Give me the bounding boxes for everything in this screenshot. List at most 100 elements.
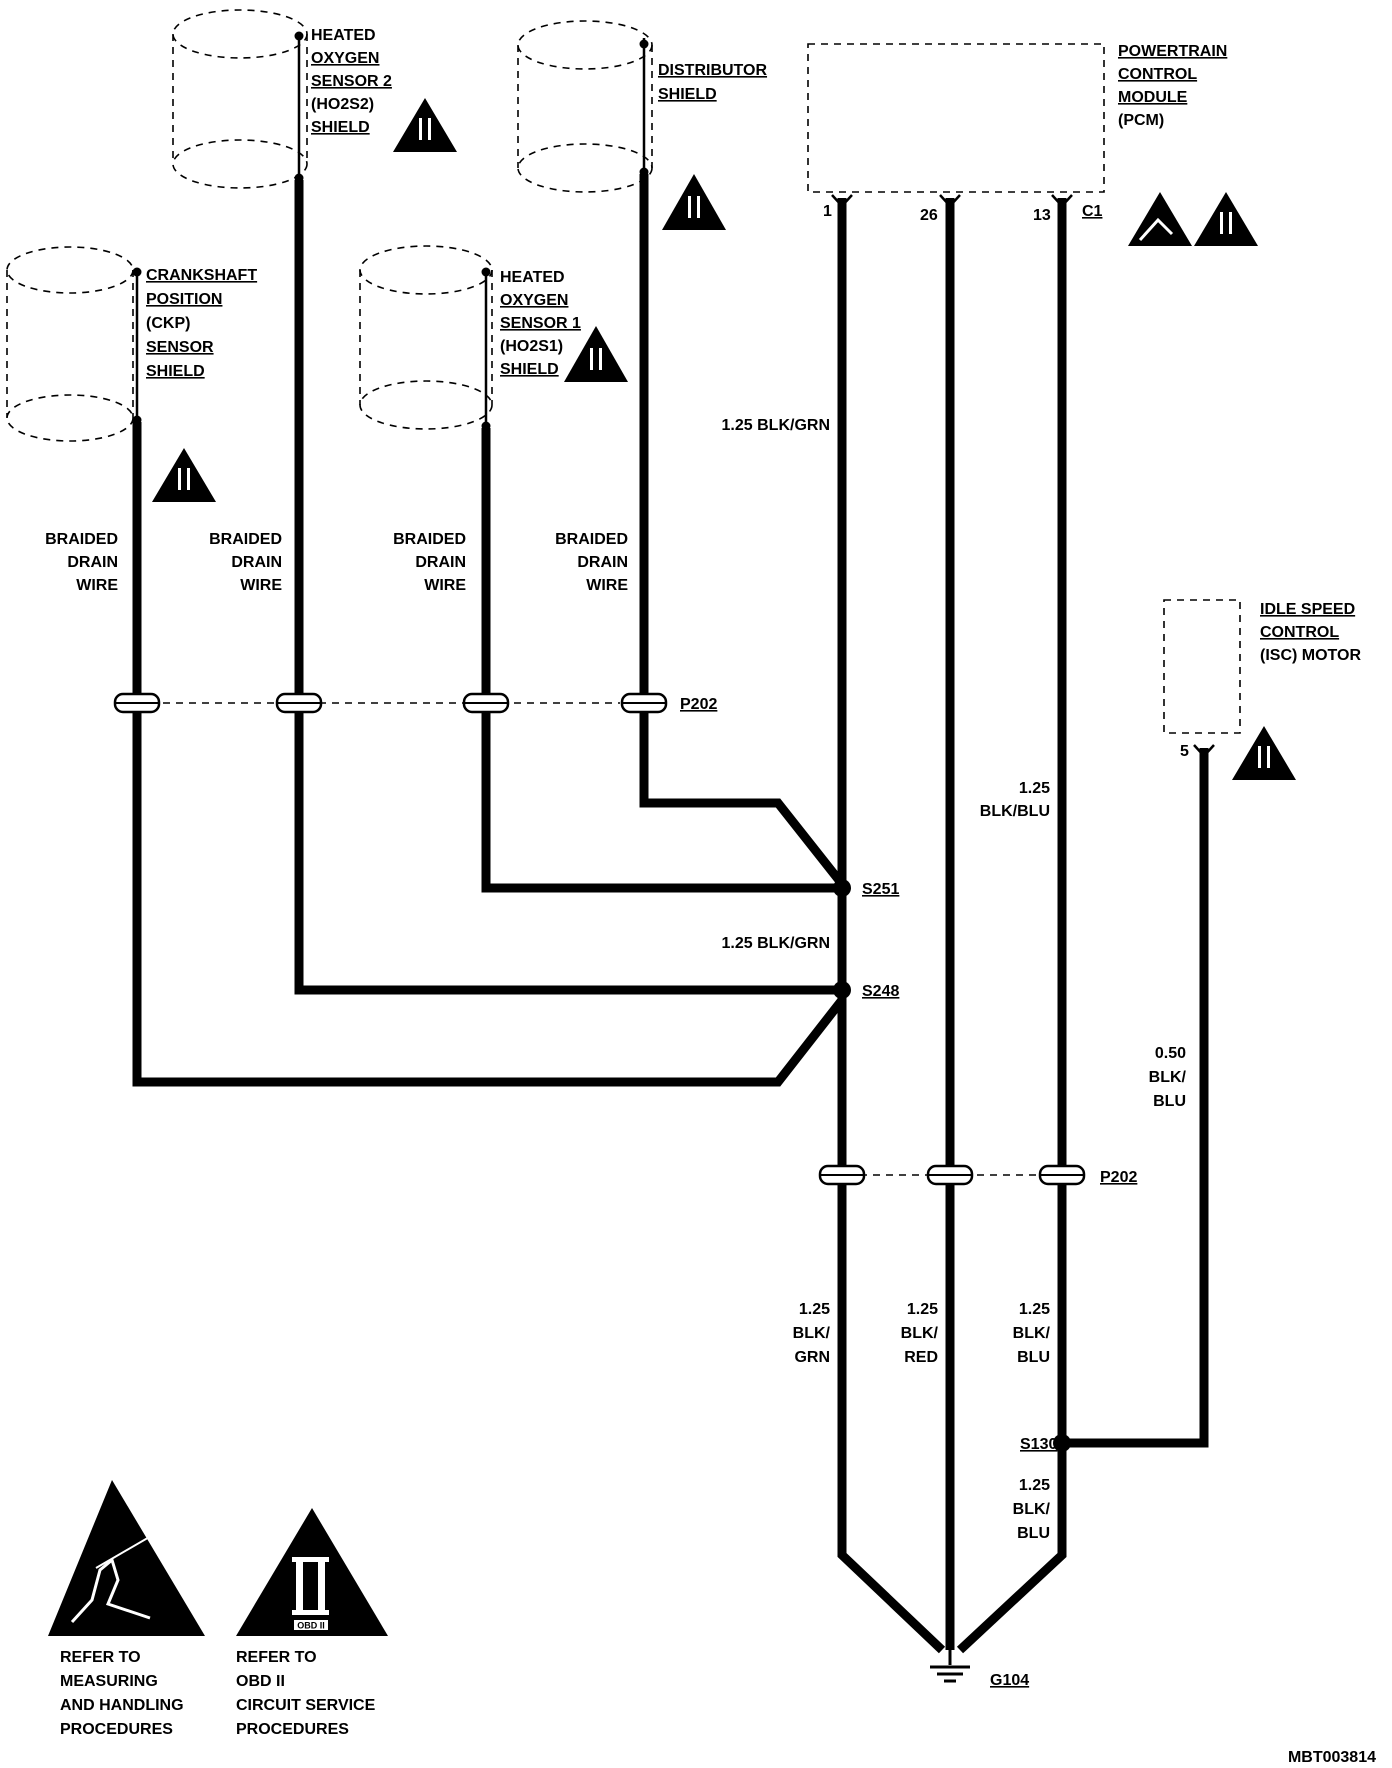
svg-text:IDLE SPEED: IDLE SPEED bbox=[1260, 601, 1355, 618]
connector-p202-upper-label: P202 bbox=[680, 696, 717, 713]
drain-wire-label-ho2s1: BRAIDED DRAIN WIRE bbox=[393, 531, 466, 594]
wire-distributor-drain bbox=[639, 174, 846, 887]
ckp-label: CRANKSHAFT POSITION (CKP) SENSOR SHIELD bbox=[146, 267, 257, 380]
splice-s130-label: S130 bbox=[1020, 1436, 1057, 1453]
svg-text:SENSOR: SENSOR bbox=[146, 339, 214, 356]
svg-text:OBD II: OBD II bbox=[236, 1673, 285, 1690]
svg-text:REFER TO: REFER TO bbox=[60, 1649, 141, 1666]
svg-text:POSITION: POSITION bbox=[146, 291, 222, 308]
isc-pin-5: 5 bbox=[1180, 743, 1189, 760]
svg-text:(CKP): (CKP) bbox=[146, 315, 190, 332]
svg-text:BRAIDED: BRAIDED bbox=[555, 531, 628, 548]
svg-text:SHIELD: SHIELD bbox=[146, 363, 205, 380]
wire-ho2s1-drain bbox=[481, 428, 842, 893]
pcm-pin-26: 26 bbox=[920, 207, 938, 224]
svg-text:HEATED: HEATED bbox=[311, 27, 376, 44]
svg-text:RED: RED bbox=[904, 1349, 938, 1366]
svg-text:BRAIDED: BRAIDED bbox=[393, 531, 466, 548]
wire-pcm-pin13 bbox=[956, 198, 1067, 1654]
splice-s251-label: S251 bbox=[862, 881, 899, 898]
wire-label-bottom-blu: 1.25 BLK/ BLU bbox=[1013, 1477, 1051, 1542]
wire-label-lower-blu: 1.25 BLK/ BLU bbox=[1013, 1301, 1051, 1366]
svg-text:1.25: 1.25 bbox=[799, 1301, 830, 1318]
wire-pcm-pin1 bbox=[837, 198, 946, 1654]
svg-text:1.25: 1.25 bbox=[907, 1301, 938, 1318]
legend-esd-icon bbox=[48, 1480, 205, 1636]
drain-wire-label-distributor: BRAIDED DRAIN WIRE bbox=[555, 531, 628, 594]
splice-s248-label: S248 bbox=[862, 983, 899, 1000]
svg-text:SENSOR 2: SENSOR 2 bbox=[311, 73, 392, 90]
obd-ii-warning-icon bbox=[1232, 726, 1296, 780]
svg-text:1.25: 1.25 bbox=[1019, 780, 1050, 797]
pcm-box bbox=[807, 43, 1105, 193]
svg-text:OXYGEN: OXYGEN bbox=[311, 50, 379, 67]
svg-text:AND HANDLING: AND HANDLING bbox=[60, 1697, 184, 1714]
drain-wire-label-ckp: BRAIDED DRAIN WIRE bbox=[45, 531, 118, 594]
legend-obd-text: REFER TO OBD II CIRCUIT SERVICE PROCEDUR… bbox=[236, 1649, 376, 1738]
wire-label-isc: 0.50 BLK/ BLU bbox=[1149, 1045, 1187, 1110]
wire-label-blk-grn-mid: 1.25 BLK/GRN bbox=[722, 935, 830, 952]
svg-text:BRAIDED: BRAIDED bbox=[45, 531, 118, 548]
wire-label-lower-grn: 1.25 BLK/ GRN bbox=[793, 1301, 831, 1366]
svg-text:DISTRIBUTOR: DISTRIBUTOR bbox=[658, 62, 767, 79]
obd-ii-warning-icon bbox=[662, 174, 726, 230]
ho2s1-label: HEATED OXYGEN SENSOR 1 (HO2S1) SHIELD bbox=[500, 269, 581, 378]
svg-text:CONTROL: CONTROL bbox=[1118, 66, 1197, 83]
svg-text:MODULE: MODULE bbox=[1118, 89, 1188, 106]
ho2s2-shield-cylinder bbox=[172, 9, 308, 189]
pcm-pin-13: 13 bbox=[1033, 207, 1051, 224]
connector-p202-lower-label: P202 bbox=[1100, 1169, 1137, 1186]
svg-text:SHIELD: SHIELD bbox=[311, 119, 370, 136]
wire-label-lower-red: 1.25 BLK/ RED bbox=[901, 1301, 939, 1366]
svg-text:SHIELD: SHIELD bbox=[500, 361, 559, 378]
svg-text:CONTROL: CONTROL bbox=[1260, 624, 1339, 641]
pcm-label: POWERTRAIN CONTROL MODULE (PCM) bbox=[1118, 43, 1227, 129]
wire-ho2s2-drain bbox=[294, 180, 842, 995]
isc-motor-label: IDLE SPEED CONTROL (ISC) MOTOR bbox=[1260, 601, 1361, 664]
svg-text:MEASURING: MEASURING bbox=[60, 1673, 158, 1690]
svg-text:1.25: 1.25 bbox=[1019, 1301, 1050, 1318]
p202-upper-terminals bbox=[113, 692, 668, 714]
svg-text:1.25: 1.25 bbox=[1019, 1477, 1050, 1494]
legend-esd-text: REFER TO MEASURING AND HANDLING PROCEDUR… bbox=[60, 1649, 184, 1738]
svg-text:BLK/: BLK/ bbox=[901, 1325, 939, 1342]
svg-text:OBD II: OBD II bbox=[297, 1621, 325, 1631]
svg-text:SHIELD: SHIELD bbox=[658, 86, 717, 103]
svg-text:(HO2S2): (HO2S2) bbox=[311, 96, 374, 113]
splice-s251-dot bbox=[833, 879, 851, 897]
isc-motor-box bbox=[1163, 599, 1241, 734]
svg-text:GRN: GRN bbox=[794, 1349, 830, 1366]
drain-wire-label-ho2s2: BRAIDED DRAIN WIRE bbox=[209, 531, 282, 594]
svg-text:CIRCUIT SERVICE: CIRCUIT SERVICE bbox=[236, 1697, 376, 1714]
pcm-pin-1: 1 bbox=[823, 203, 832, 220]
svg-text:0.50: 0.50 bbox=[1155, 1045, 1186, 1062]
svg-text:BLK/BLU: BLK/BLU bbox=[980, 803, 1050, 820]
svg-text:SENSOR 1: SENSOR 1 bbox=[500, 315, 581, 332]
ground-symbol-icon bbox=[930, 1650, 970, 1683]
wire-label-blk-blu-top: 1.25 BLK/BLU bbox=[980, 780, 1050, 820]
splice-s130-dot bbox=[1053, 1434, 1071, 1452]
figure-id: MBT003814 bbox=[1288, 1749, 1376, 1766]
svg-text:BRAIDED: BRAIDED bbox=[209, 531, 282, 548]
svg-text:(ISC) MOTOR: (ISC) MOTOR bbox=[1260, 647, 1361, 664]
svg-text:DRAIN: DRAIN bbox=[577, 554, 628, 571]
svg-text:BLK/: BLK/ bbox=[1149, 1069, 1187, 1086]
splice-s248-dot bbox=[833, 981, 851, 999]
svg-text:BLK/: BLK/ bbox=[1013, 1325, 1051, 1342]
svg-text:(HO2S1): (HO2S1) bbox=[500, 338, 563, 355]
obd-ii-warning-icon bbox=[1194, 192, 1258, 246]
obd-ii-warning-icon bbox=[393, 98, 457, 152]
svg-text:BLU: BLU bbox=[1017, 1525, 1050, 1542]
wire-ckp-drain bbox=[132, 422, 846, 1087]
obd-ii-warning-icon bbox=[152, 448, 216, 502]
svg-text:REFER TO: REFER TO bbox=[236, 1649, 317, 1666]
svg-text:DRAIN: DRAIN bbox=[231, 554, 282, 571]
ho2s1-shield-cylinder bbox=[359, 245, 493, 430]
svg-text:BLU: BLU bbox=[1153, 1093, 1186, 1110]
obd-ii-warning-icon bbox=[564, 326, 628, 382]
svg-text:PROCEDURES: PROCEDURES bbox=[60, 1721, 173, 1738]
svg-text:WIRE: WIRE bbox=[76, 577, 118, 594]
ckp-shield-cylinder bbox=[6, 246, 134, 442]
esd-warning-icon bbox=[1128, 192, 1192, 246]
svg-text:HEATED: HEATED bbox=[500, 269, 565, 286]
